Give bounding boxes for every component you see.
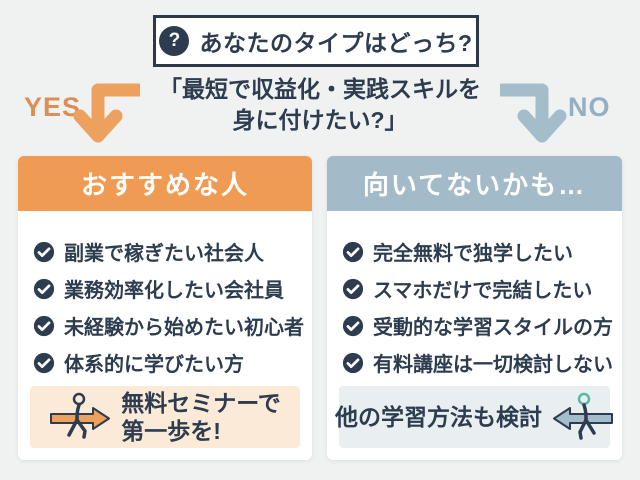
not-suited-card: 向いてないかも… 完全無料で独学したい スマホだけで完結したい [327, 156, 622, 460]
recommended-footer-line2: 第一歩を! [121, 418, 221, 444]
recommended-card-header: おすすめな人 [18, 156, 312, 211]
list-item: 業務効率化したい会社員 [33, 270, 306, 307]
check-circle-icon [342, 241, 364, 262]
title-box: ? あなたのタイプはどっち? [153, 15, 479, 67]
yes-label: YES [24, 92, 82, 122]
list-item: 未経験から始めたい初心者 [33, 307, 306, 344]
check-circle-icon [33, 315, 55, 336]
person-crossing-signpost-right-icon [50, 392, 111, 439]
list-item-label: 受動的な学習スタイルの方 [373, 317, 613, 339]
no-label: NO [568, 92, 611, 122]
check-circle-icon [342, 315, 364, 336]
not-suited-card-footer: 他の学習方法も検討 [335, 386, 613, 448]
list-item: スマホだけで完結したい [342, 270, 616, 307]
not-suited-footer-text: 他の学習方法も検討 [335, 404, 542, 430]
check-circle-icon [33, 278, 55, 299]
list-item-label: 有料講座は一切検討しない [373, 354, 613, 376]
elbow-arrow-down-left-icon [73, 83, 140, 143]
list-item-label: 未経験から始めたい初心者 [64, 317, 304, 339]
list-item-label: 業務効率化したい会社員 [64, 280, 284, 302]
list-item-label: スマホだけで完結したい [373, 280, 593, 302]
recommended-card: おすすめな人 副業で稼ぎたい社会人 業務効率化したい会社員 [18, 156, 312, 460]
list-item: 完全無料で独学したい [342, 233, 616, 270]
list-item: 副業で稼ぎたい社会人 [33, 233, 306, 270]
recommended-list: 副業で稼ぎたい社会人 業務効率化したい会社員 未経験から始めたい初心者 [18, 233, 312, 381]
not-suited-list: 完全無料で独学したい スマホだけで完結したい 受動的な学習スタイルの方 [327, 233, 622, 381]
recommended-footer-text: 無料セミナーで 第一歩を! [121, 389, 281, 445]
elbow-arrow-down-right-icon [500, 83, 567, 143]
person-crossing-signpost-left-icon [553, 392, 613, 440]
check-circle-icon [33, 241, 55, 262]
list-item-label: 完全無料で独学したい [373, 243, 573, 265]
list-item: 体系的に学びたい方 [33, 344, 306, 381]
check-circle-icon [342, 352, 364, 373]
recommended-card-footer: 無料セミナーで 第一歩を! [30, 386, 300, 448]
list-item: 有料講座は一切検討しない [342, 344, 616, 381]
check-circle-icon [342, 278, 364, 299]
decision-question-line1: 「最短で収益化・実践スキルを [159, 76, 481, 102]
page-title: あなたのタイプはどっち? [199, 30, 473, 56]
not-suited-card-header: 向いてないかも… [327, 156, 622, 211]
list-item-label: 体系的に学びたい方 [64, 354, 244, 376]
list-item-label: 副業で稼ぎたい社会人 [64, 243, 264, 265]
decision-question: 「最短で収益化・実践スキルを 身に付けたい?」 [120, 74, 520, 136]
list-item: 受動的な学習スタイルの方 [342, 307, 616, 344]
recommended-footer-line1: 無料セミナーで [121, 390, 281, 416]
decision-question-line2: 身に付けたい?」 [232, 107, 408, 133]
check-circle-icon [33, 352, 55, 373]
question-mark-icon: ? [159, 26, 190, 56]
